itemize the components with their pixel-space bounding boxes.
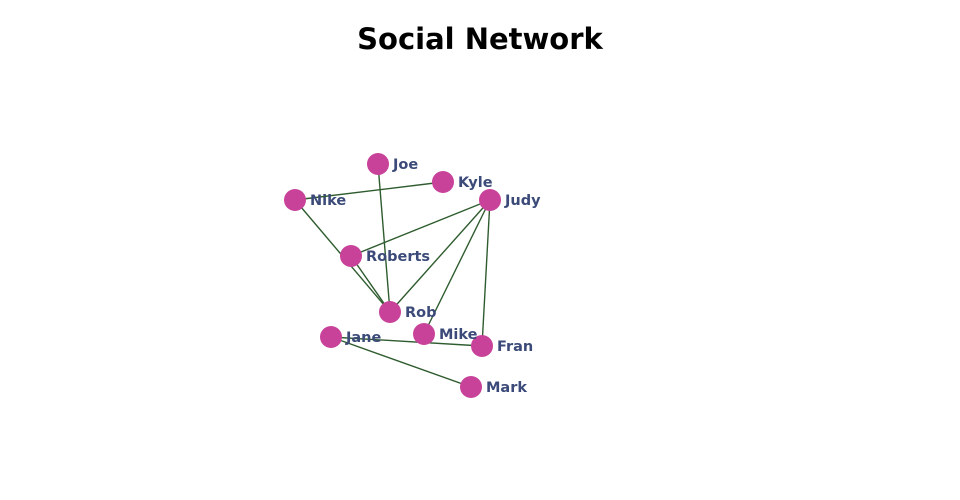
node-label-mark: Mark — [486, 380, 527, 396]
node-mark[interactable] — [460, 376, 482, 398]
node-label-roberts: Roberts — [366, 249, 430, 265]
edge-judy-mike — [423, 199, 491, 335]
node-mike[interactable] — [413, 323, 435, 345]
node-label-jane: Jane — [345, 330, 382, 346]
node-fran[interactable] — [471, 335, 493, 357]
edge-jane-fran — [330, 336, 483, 347]
node-label-joe: Joe — [392, 157, 418, 173]
edge-roberts-judy — [350, 199, 491, 257]
node-judy[interactable] — [479, 189, 501, 211]
edge-judy-fran — [481, 199, 491, 347]
edge-nike-kyle — [294, 181, 444, 201]
node-kyle[interactable] — [432, 171, 454, 193]
node-label-mike: Mike — [439, 327, 478, 343]
nodes-layer — [284, 153, 501, 398]
node-roberts[interactable] — [340, 245, 362, 267]
edge-judy-rob — [389, 199, 491, 313]
page-title: Social Network — [357, 22, 603, 56]
node-rob[interactable] — [379, 301, 401, 323]
node-joe[interactable] — [367, 153, 389, 175]
edge-roberts-rob — [350, 255, 391, 313]
node-label-nike: Nike — [310, 193, 346, 209]
node-label-judy: Judy — [504, 193, 541, 209]
edge-joe-rob — [377, 163, 391, 313]
node-label-fran: Fran — [497, 339, 533, 355]
node-label-kyle: Kyle — [458, 175, 493, 191]
node-jane[interactable] — [320, 326, 342, 348]
edge-jane-mark — [330, 336, 472, 388]
node-nike[interactable] — [284, 189, 306, 211]
node-label-rob: Rob — [405, 305, 437, 321]
